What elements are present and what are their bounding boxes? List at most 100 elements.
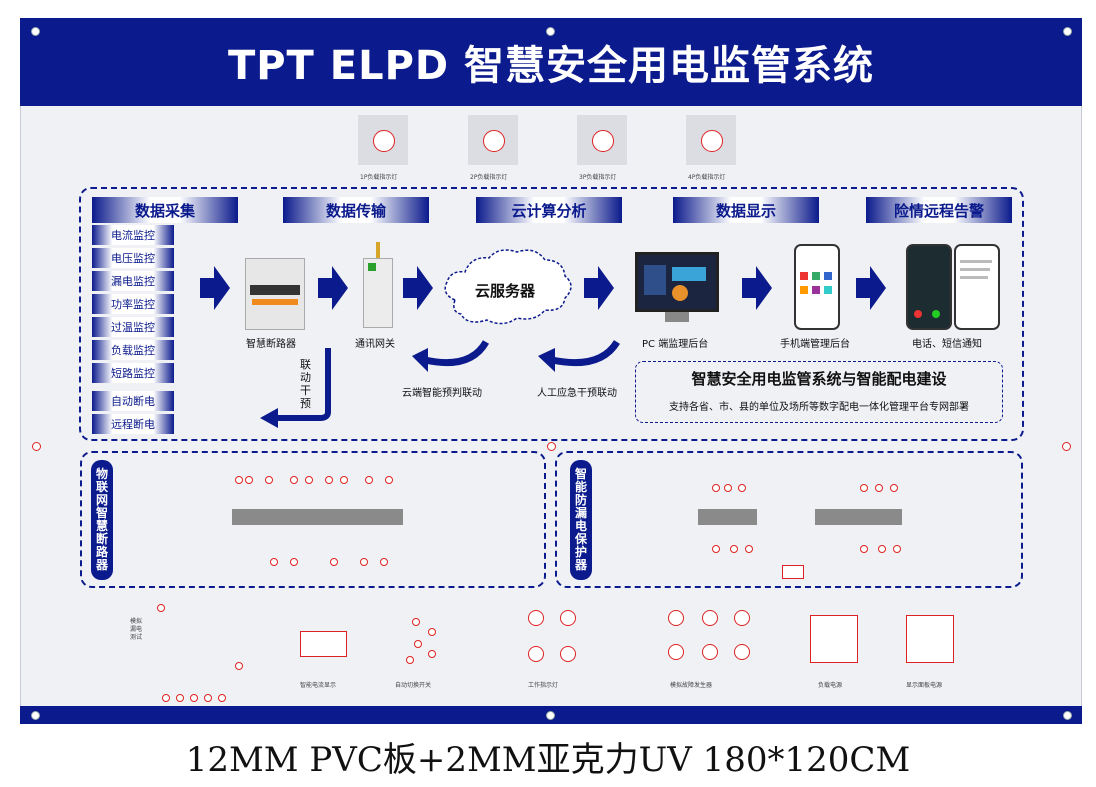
terminal-icon — [860, 484, 868, 492]
linkage-label: 联动干预 — [300, 358, 311, 410]
test-button[interactable] — [782, 565, 804, 579]
right-arrow-icon — [742, 266, 772, 310]
monitor-label: 短路监控 — [111, 367, 155, 380]
bottom-label: 模拟故障发生器 — [670, 682, 713, 689]
terminal-icon — [176, 694, 184, 702]
indicator-label: 2P负载指示灯 — [470, 174, 508, 181]
section-label: 数据传输 — [325, 201, 386, 220]
bottom-label: 显示面板电源 — [906, 682, 943, 689]
fault-button[interactable] — [668, 610, 684, 626]
section-header: 数据显示 — [673, 197, 819, 223]
indicator-label: 3P负载指示灯 — [579, 174, 617, 181]
mobile-phone-icon — [794, 244, 840, 330]
switch-terminal-icon — [428, 628, 436, 636]
promo-subtext: 支持各省、市、县的单位及场所等数字配电一体化管理平台专网部署 — [669, 402, 969, 413]
monitor-item: 电流监控 — [92, 225, 174, 245]
terminal-icon — [290, 476, 298, 484]
panel-title: 智能防漏电保护器 — [570, 460, 592, 580]
switch-terminal-icon — [428, 650, 436, 658]
bottom-label: 负载电源 — [818, 682, 843, 689]
panel-socket-icon — [906, 615, 954, 663]
screw-icon — [31, 711, 40, 720]
terminal-icon — [290, 558, 298, 566]
load-socket-icon — [810, 615, 858, 663]
terminal-icon — [893, 545, 901, 553]
terminal-icon — [235, 476, 243, 484]
terminal-icon — [878, 545, 886, 553]
section-label: 云计算分析 — [511, 201, 587, 220]
iot-breaker-panel — [80, 451, 546, 588]
bottom-label: 模拟漏电测试 — [130, 618, 143, 641]
switch-terminal-icon — [414, 640, 422, 648]
din-rail — [232, 509, 403, 525]
section-header: 数据传输 — [283, 197, 429, 223]
right-arrow-icon — [584, 266, 614, 310]
work-indicator-lamp — [560, 610, 576, 626]
switch-terminal-icon — [406, 656, 414, 664]
indicator-lamp-3p — [577, 115, 627, 165]
screw-icon — [1062, 442, 1071, 451]
screw-icon — [32, 442, 41, 451]
monitor-stand-icon — [665, 312, 689, 322]
terminal-icon — [875, 484, 883, 492]
terminal-icon — [218, 694, 226, 702]
terminal-icon — [305, 476, 313, 484]
promo-box — [635, 361, 1003, 423]
fault-button[interactable] — [734, 644, 750, 660]
current-display — [300, 631, 347, 657]
section-header: 数据采集 — [92, 197, 238, 223]
arrowhead-icon — [260, 408, 278, 428]
cloud-icon — [444, 249, 572, 325]
terminal-icon — [738, 484, 746, 492]
fault-button[interactable] — [668, 644, 684, 660]
antenna-icon — [376, 242, 380, 258]
terminal-icon — [190, 694, 198, 702]
leak-protector-panel — [555, 451, 1023, 588]
screw-icon — [1063, 711, 1072, 720]
display-board — [20, 18, 1082, 724]
spec-caption: 12MM PVC板+2MM亚克力UV 180*120CM — [185, 740, 911, 780]
workflow-frame — [79, 187, 1024, 441]
terminal-icon — [724, 484, 732, 492]
section-label: 数据显示 — [715, 201, 776, 220]
screw-icon — [546, 27, 555, 36]
fault-button[interactable] — [702, 610, 718, 626]
right-arrow-icon — [403, 266, 433, 310]
screw-icon — [547, 442, 556, 451]
terminal-icon — [380, 558, 388, 566]
terminal-icon — [360, 558, 368, 566]
page-title: TPT ELPD 智慧安全用电监管系统 — [227, 43, 875, 89]
promo-heading: 智慧安全用电监管系统与智能配电建设 — [691, 370, 947, 388]
indicator-lamp-1p — [358, 115, 408, 165]
screw-icon — [1063, 27, 1072, 36]
fault-button[interactable] — [734, 610, 750, 626]
device-label: 电话、短信通知 — [912, 339, 982, 350]
indicator-label: 4P负载指示灯 — [688, 174, 726, 181]
device-label: 通讯网关 — [355, 339, 395, 350]
terminal-icon — [270, 558, 278, 566]
linkage-arrow-icon — [275, 348, 331, 421]
curved-arrow-icon — [551, 340, 620, 367]
monitor-label: 漏电监控 — [111, 275, 155, 288]
fault-button[interactable] — [702, 644, 718, 660]
bottom-label: 工作指示灯 — [528, 682, 559, 689]
work-indicator-lamp — [528, 646, 544, 662]
action-item: 远程断电 — [92, 414, 174, 434]
device-label: 智慧断路器 — [246, 339, 296, 350]
panel-title: 物联网智慧断路器 — [91, 460, 113, 580]
lamp-icon — [592, 130, 614, 152]
monitor-item: 短路监控 — [92, 363, 174, 383]
lamp-icon — [701, 130, 723, 152]
terminal-icon — [245, 476, 253, 484]
flow-label: 云端智能预判联动 — [402, 388, 482, 399]
section-label: 险情远程告警 — [893, 201, 984, 220]
terminal-icon — [712, 484, 720, 492]
arrowhead-icon — [412, 348, 428, 372]
section-header: 云计算分析 — [476, 197, 622, 223]
pc-monitor-icon — [635, 252, 719, 312]
sms-phone-icon — [954, 244, 1000, 330]
monitor-label: 功率监控 — [111, 298, 155, 311]
terminal-icon — [730, 545, 738, 553]
right-arrow-icon — [856, 266, 886, 310]
